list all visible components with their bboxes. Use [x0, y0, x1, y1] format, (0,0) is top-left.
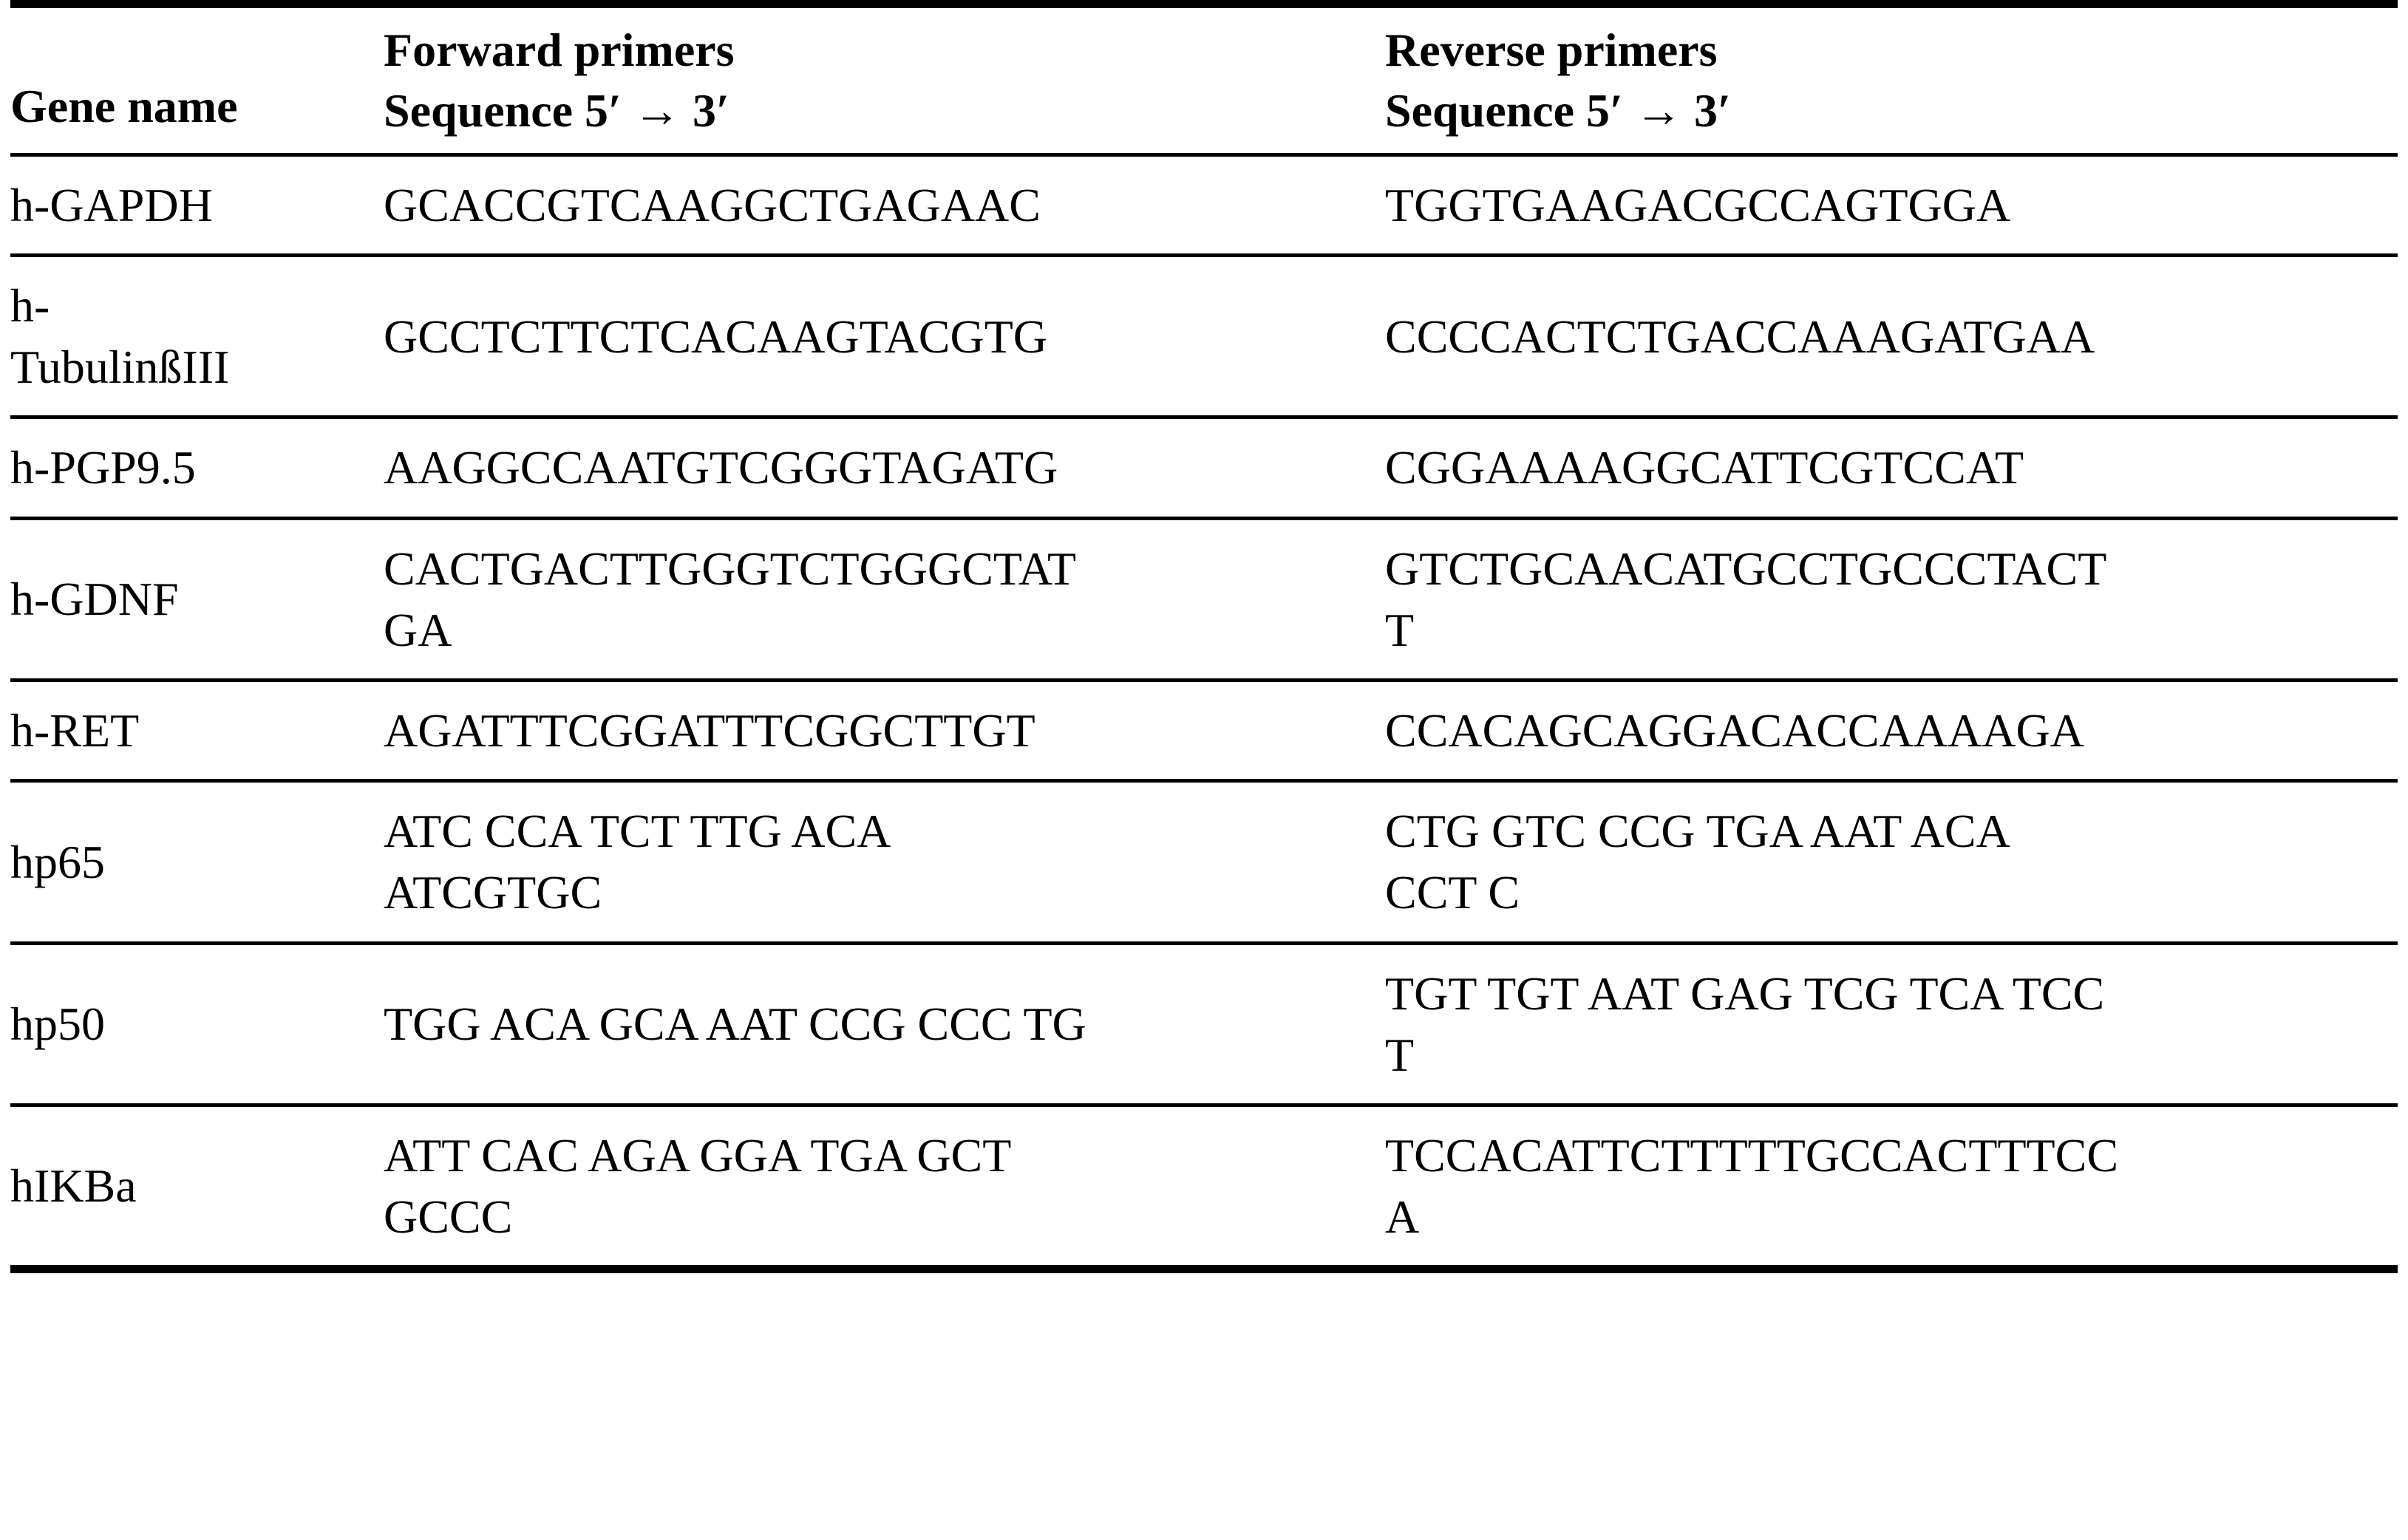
table-row: hIKBa ATT CAC AGA GGA TGA GCT GCCC TCCAC… — [10, 1103, 2398, 1270]
reverse-primer-line1: GTCTGCAACATGCCTGCCCTACT — [1385, 542, 2107, 595]
forward-primer-cell: GCACCGTCAAGGCTGAGAAC — [384, 152, 1385, 256]
gene-name-line2: TubulinßIII — [10, 341, 230, 394]
reverse-primer-line1: CTG GTC CCG TGA AAT ACA — [1385, 805, 2010, 858]
primer-sequences-table: Gene name Forward primers Sequence 5′ → … — [10, 0, 2398, 1277]
column-header-forward: Forward primers Sequence 5′ → 3′ — [384, 0, 1385, 155]
column-header-gene-line1: Gene name — [10, 79, 238, 132]
reverse-primer-cell: TGGTGAAGACGCCAGTGGA — [1385, 152, 2398, 256]
forward-primer-line1: ATC CCA TCT TTG ACA — [384, 805, 891, 858]
gene-name-cell: h-PGP9.5 — [10, 415, 384, 519]
column-header-reverse-line2: Sequence 5′ → 3′ — [1385, 84, 1731, 137]
bottom-rule-forward — [384, 1265, 1385, 1277]
reverse-primer-line1: CGGAAAAGGCATTCGTCCAT — [1385, 441, 2024, 494]
column-header-reverse-line1: Reverse primers — [1385, 24, 1718, 76]
gene-name-cell: h-GDNF — [10, 516, 384, 681]
column-header-forward-line1: Forward primers — [384, 24, 735, 76]
table-row: h-GDNF CACTGACTTGGGTCTGGGCTAT GA GTCTGCA… — [10, 516, 2398, 681]
reverse-primer-line2: A — [1385, 1190, 1420, 1244]
bottom-rule-gene — [10, 1265, 384, 1277]
column-header-reverse: Reverse primers Sequence 5′ → 3′ — [1385, 0, 2398, 155]
table-row: h- TubulinßIII GCCTCTTCTCACAAGTACGTG CCC… — [10, 253, 2398, 418]
table-row: hp65 ATC CCA TCT TTG ACA ATCGTGC CTG GTC… — [10, 779, 2398, 943]
gene-name-cell: hp50 — [10, 941, 384, 1105]
forward-primer-cell: AAGGCCAATGTCGGGTAGATG — [384, 415, 1385, 519]
column-header-forward-line2: Sequence 5′ → 3′ — [384, 84, 729, 137]
reverse-primer-cell: CCACAGCAGGACACCAAAAGA — [1385, 678, 2398, 781]
forward-primer-line1: AAGGCCAATGTCGGGTAGATG — [384, 441, 1058, 494]
reverse-primer-line2: T — [1385, 603, 1415, 656]
gene-name-line1: h-GDNF — [10, 573, 179, 626]
header-row: Gene name Forward primers Sequence 5′ → … — [10, 0, 2398, 155]
reverse-primer-cell: TCCACATTCTTTTTGCCACTTTCC A — [1385, 1103, 2398, 1270]
table-row: h-PGP9.5 AAGGCCAATGTCGGGTAGATG CGGAAAAGG… — [10, 415, 2398, 519]
forward-primer-line1: ATT CAC AGA GGA TGA GCT — [384, 1128, 1012, 1182]
gene-name-line1: h-RET — [10, 703, 140, 757]
forward-primer-cell: ATT CAC AGA GGA TGA GCT GCCC — [384, 1103, 1385, 1270]
table-row: hp50 TGG ACA GCA AAT CCG CCC TG TGT TGT … — [10, 941, 2398, 1105]
forward-primer-line1: GCCTCTTCTCACAAGTACGTG — [384, 310, 1047, 363]
reverse-primer-cell: GTCTGCAACATGCCTGCCCTACT T — [1385, 516, 2398, 681]
forward-primer-line1: AGATTTCGGATTTCGGCTTGT — [384, 703, 1035, 757]
forward-primer-cell: TGG ACA GCA AAT CCG CCC TG — [384, 941, 1385, 1105]
reverse-primer-line2: T — [1385, 1028, 1415, 1081]
reverse-primer-line1: TGGTGAAGACGCCAGTGGA — [1385, 178, 2011, 231]
reverse-primer-line1: TGT TGT AAT GAG TCG TCA TCC — [1385, 967, 2105, 1020]
table-body: h-GAPDH GCACCGTCAAGGCTGAGAAC TGGTGAAGACG… — [10, 152, 2398, 1277]
gene-name-line1: hIKBa — [10, 1159, 137, 1213]
forward-primer-line2: ATCGTGC — [384, 866, 602, 919]
reverse-primer-line1: TCCACATTCTTTTTGCCACTTTCC — [1385, 1128, 2118, 1182]
bottom-rule-reverse — [1385, 1265, 2398, 1277]
forward-primer-cell: AGATTTCGGATTTCGGCTTGT — [384, 678, 1385, 781]
gene-name-line1: h- — [10, 279, 50, 332]
table-bottom-rule — [10, 1265, 2398, 1277]
gene-name-cell: hIKBa — [10, 1103, 384, 1270]
gene-name-cell: h- TubulinßIII — [10, 253, 384, 418]
table-row: h-RET AGATTTCGGATTTCGGCTTGT CCACAGCAGGAC… — [10, 678, 2398, 781]
forward-primer-line1: GCACCGTCAAGGCTGAGAAC — [384, 178, 1041, 231]
forward-primer-cell: ATC CCA TCT TTG ACA ATCGTGC — [384, 779, 1385, 943]
reverse-primer-cell: CCCCACTCTGACCAAAGATGAA — [1385, 253, 2398, 418]
gene-name-cell: hp65 — [10, 779, 384, 943]
gene-name-line1: h-GAPDH — [10, 178, 213, 231]
forward-primer-line1: TGG ACA GCA AAT CCG CCC TG — [384, 998, 1086, 1051]
reverse-primer-cell: TGT TGT AAT GAG TCG TCA TCC T — [1385, 941, 2398, 1105]
forward-primer-cell: CACTGACTTGGGTCTGGGCTAT GA — [384, 516, 1385, 681]
table-row: h-GAPDH GCACCGTCAAGGCTGAGAAC TGGTGAAGACG… — [10, 152, 2398, 256]
reverse-primer-cell: CTG GTC CCG TGA AAT ACA CCT C — [1385, 779, 2398, 943]
forward-primer-line2: GCCC — [384, 1190, 513, 1244]
reverse-primer-cell: CGGAAAAGGCATTCGTCCAT — [1385, 415, 2398, 519]
reverse-primer-line1: CCACAGCAGGACACCAAAAGA — [1385, 703, 2084, 757]
gene-name-cell: h-GAPDH — [10, 152, 384, 256]
reverse-primer-line2: CCT C — [1385, 866, 1520, 919]
gene-name-cell: h-RET — [10, 678, 384, 781]
table-header: Gene name Forward primers Sequence 5′ → … — [10, 0, 2398, 155]
forward-primer-cell: GCCTCTTCTCACAAGTACGTG — [384, 253, 1385, 418]
column-header-gene: Gene name — [10, 0, 384, 155]
gene-name-line1: h-PGP9.5 — [10, 441, 196, 494]
forward-primer-line1: CACTGACTTGGGTCTGGGCTAT — [384, 542, 1077, 595]
forward-primer-line2: GA — [384, 603, 452, 656]
reverse-primer-line1: CCCCACTCTGACCAAAGATGAA — [1385, 310, 2095, 363]
gene-name-line1: hp65 — [10, 835, 105, 888]
gene-name-line1: hp50 — [10, 998, 105, 1051]
